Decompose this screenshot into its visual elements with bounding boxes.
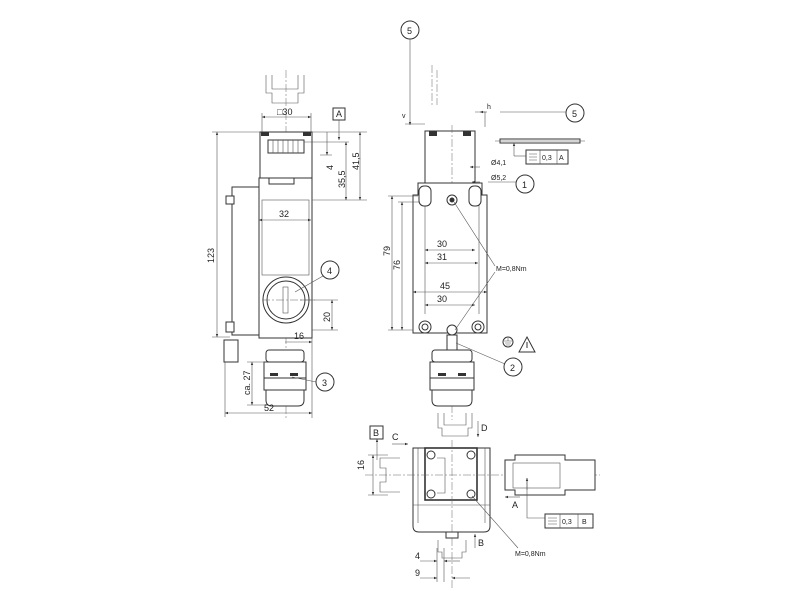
dimensions-right: h 5 0,3 A Ø4,1 Ø5,2 1 79 76: [382, 103, 585, 331]
cable-gland: [263, 349, 307, 407]
ground-icon: [502, 336, 514, 348]
actuator-d-outline: [437, 413, 473, 437]
housing-top: [365, 440, 600, 590]
dim-4: 4: [325, 165, 335, 170]
svg-text:A: A: [559, 155, 564, 162]
svg-text:5: 5: [572, 109, 577, 119]
dim-52: 52: [264, 403, 274, 413]
datum-a: A: [336, 109, 342, 119]
dim-square-30: □30: [277, 107, 292, 117]
tolerance-frame-b: 0,3 B: [544, 513, 594, 529]
label-h: h: [487, 104, 491, 111]
svg-text:1: 1: [522, 180, 527, 190]
dim-30-bottom: 30: [437, 294, 447, 304]
actuator-a: [504, 454, 596, 519]
dim-35-5: 35,5: [337, 170, 347, 188]
callout-4: 4: [294, 260, 340, 293]
callout-5-top: 5 v: [400, 20, 438, 125]
label-d: D: [481, 423, 488, 433]
dim-32: 32: [279, 209, 289, 219]
tolerance-frame-a: 0,3 A: [525, 149, 569, 165]
label-a: A: [512, 500, 518, 510]
side-view: □30 A 4 35,5 41,5 32 123 20 16 ca. 27: [206, 70, 367, 420]
dim-31: 31: [437, 252, 447, 262]
label-v: v: [402, 113, 406, 120]
dim-79: 79: [382, 246, 392, 256]
svg-text:5: 5: [407, 26, 412, 36]
actuator-c-outline: [379, 457, 400, 493]
dim-20: 20: [322, 312, 332, 322]
dim-76: 76: [392, 260, 402, 270]
dim-ca-27: ca. 27: [242, 370, 252, 395]
callout-3: 3: [291, 372, 335, 392]
cable-gland-front: [429, 349, 475, 407]
dim-45: 45: [440, 281, 450, 291]
svg-text:0,3: 0,3: [562, 519, 572, 526]
dim-41-5: 41,5: [351, 152, 361, 170]
dim-9: 9: [415, 568, 420, 578]
datum-b: B: [373, 428, 379, 438]
torque-label: M=0,8Nm: [496, 266, 527, 273]
torque-label-bottom: M=0,8Nm: [515, 551, 546, 558]
top-view: D B C 16 A 0,: [356, 413, 600, 590]
actuator-b-outline: [437, 540, 467, 559]
head: [259, 131, 313, 181]
housing-front: [412, 182, 488, 352]
warning-icon: [518, 335, 536, 353]
dimensions-left: □30 A 4 35,5 41,5 32 123 20 16 ca. 27: [206, 107, 367, 418]
svg-text:2: 2: [510, 363, 515, 373]
callout-1: [515, 174, 535, 194]
front-view: 5 v: [382, 20, 585, 420]
callout-2: 2: [455, 342, 523, 377]
housing: [223, 177, 315, 363]
svg-text:0,3: 0,3: [542, 155, 552, 162]
dim-123: 123: [206, 248, 216, 263]
dim-30-top: 30: [437, 239, 447, 249]
dim-4-bottom: 4: [415, 551, 420, 561]
dim-16: 16: [356, 460, 366, 470]
label-b-arrow: B: [478, 538, 484, 548]
svg-text:B: B: [582, 519, 587, 526]
dim-16: 16: [294, 331, 304, 341]
label-c: C: [392, 432, 399, 442]
svg-text:3: 3: [322, 378, 327, 388]
callout-5-right: [565, 103, 585, 123]
dia-4-1: Ø4,1: [491, 160, 506, 167]
dia-5-2: Ø5,2: [491, 175, 506, 182]
svg-text:4: 4: [327, 266, 332, 276]
